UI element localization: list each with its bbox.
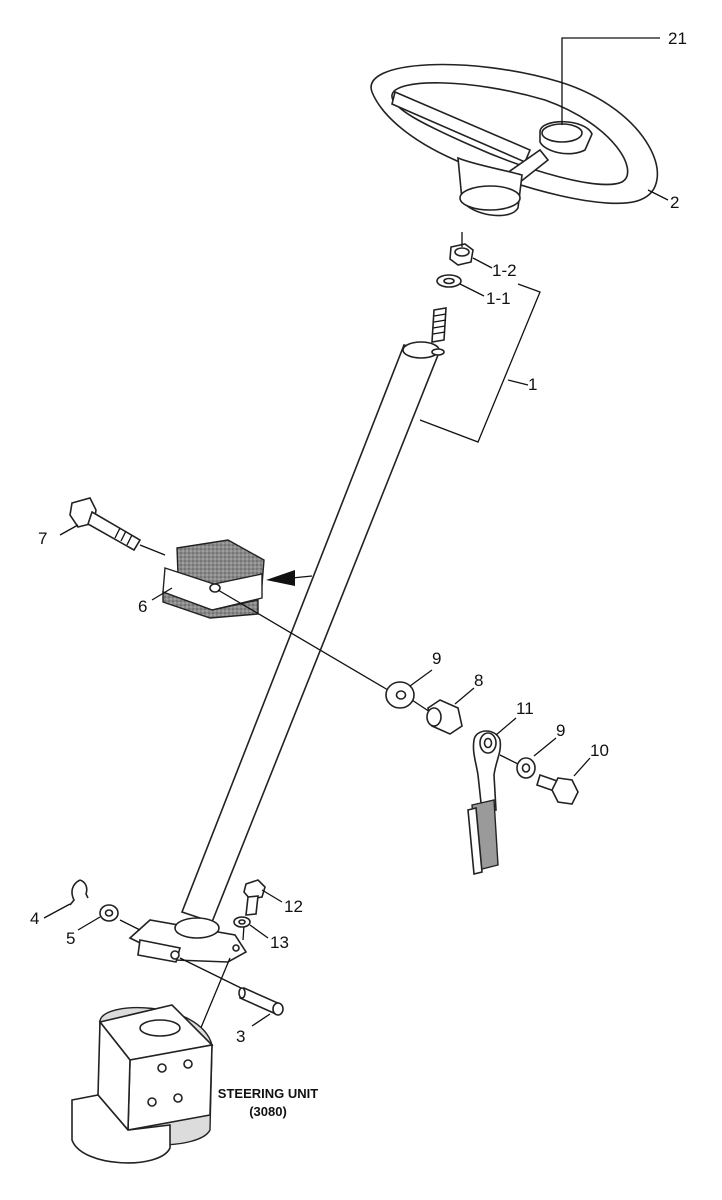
steering-unit-code: (3080) (249, 1104, 287, 1119)
spacer-8 (426, 699, 463, 735)
label-8: 8 (474, 671, 483, 690)
bolt-12 (243, 879, 266, 916)
leader-lines (43, 37, 669, 1027)
washer-1-1 (436, 274, 462, 288)
washer-5 (99, 904, 119, 922)
label-11: 11 (516, 699, 534, 718)
label-10: 10 (590, 741, 609, 760)
label-1-2: 1-2 (492, 261, 517, 280)
label-6: 6 (138, 597, 147, 616)
label-1-1: 1-1 (486, 289, 511, 308)
label-3: 3 (236, 1027, 245, 1046)
bolt-7 (69, 497, 142, 552)
label-9-right: 9 (556, 721, 565, 740)
label-9-left: 9 (432, 649, 441, 668)
steering-unit-name: STEERING UNIT (218, 1086, 318, 1101)
steering-unit (71, 1004, 214, 1164)
washer-9-right (516, 757, 536, 779)
tilt-block (162, 539, 265, 619)
steering-column (128, 307, 447, 963)
clip-4 (69, 879, 89, 906)
label-7: 7 (38, 529, 47, 548)
pin-3 (238, 986, 284, 1016)
horn-cap (539, 121, 593, 155)
nut-1-2 (449, 243, 474, 266)
label-4: 4 (30, 909, 39, 928)
label-5: 5 (66, 929, 75, 948)
bolt-10 (536, 773, 579, 805)
washer-9-left (385, 681, 415, 709)
lock-washer-13 (233, 916, 251, 928)
label-21: 21 (668, 29, 687, 48)
steering-wheel (370, 63, 659, 217)
label-13: 13 (270, 933, 289, 952)
label-2: 2 (670, 193, 679, 212)
arrow-icon (266, 570, 313, 586)
tilt-lever (467, 730, 502, 876)
label-1: 1 (528, 375, 537, 394)
label-12: 12 (284, 897, 303, 916)
